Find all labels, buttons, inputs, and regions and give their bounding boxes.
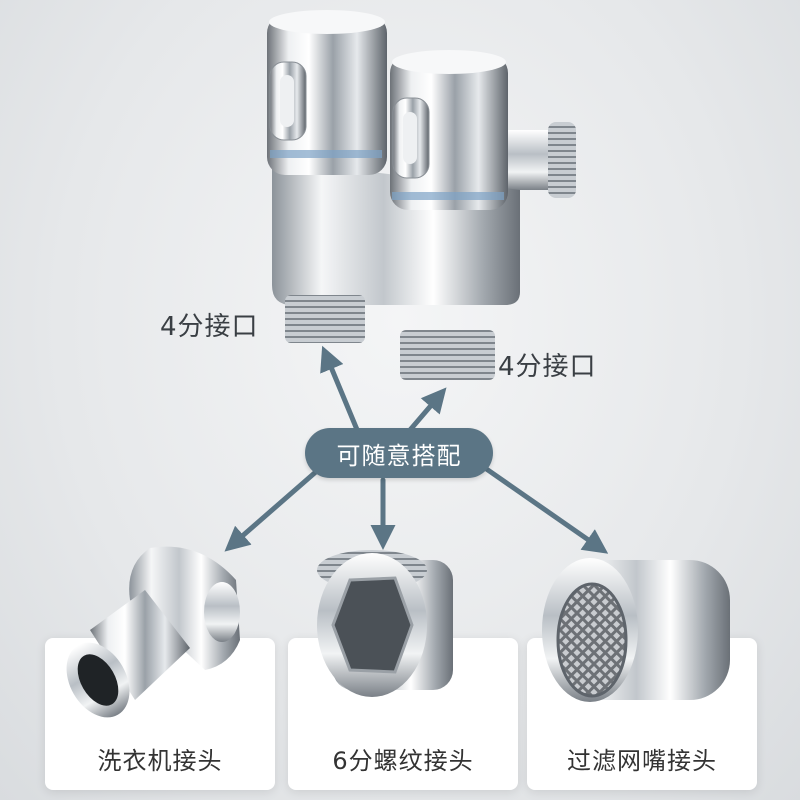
product-label: 6分螺纹接头	[332, 747, 474, 775]
match-freely-badge: 可随意搭配	[305, 428, 493, 478]
product-card-washer-connector: 洗衣机接头	[45, 638, 275, 790]
right-port-label: 4分接口	[498, 352, 597, 382]
product-card-filter-aerator: 过滤网嘴接头	[527, 638, 757, 790]
left-port-label: 4分接口	[160, 312, 259, 342]
product-label: 洗衣机接头	[97, 747, 223, 775]
arrows	[224, 345, 609, 554]
product-label: 过滤网嘴接头	[567, 747, 717, 775]
product-card-thread-adapter: 6分螺纹接头	[288, 638, 518, 790]
twin-valve	[267, 10, 576, 380]
